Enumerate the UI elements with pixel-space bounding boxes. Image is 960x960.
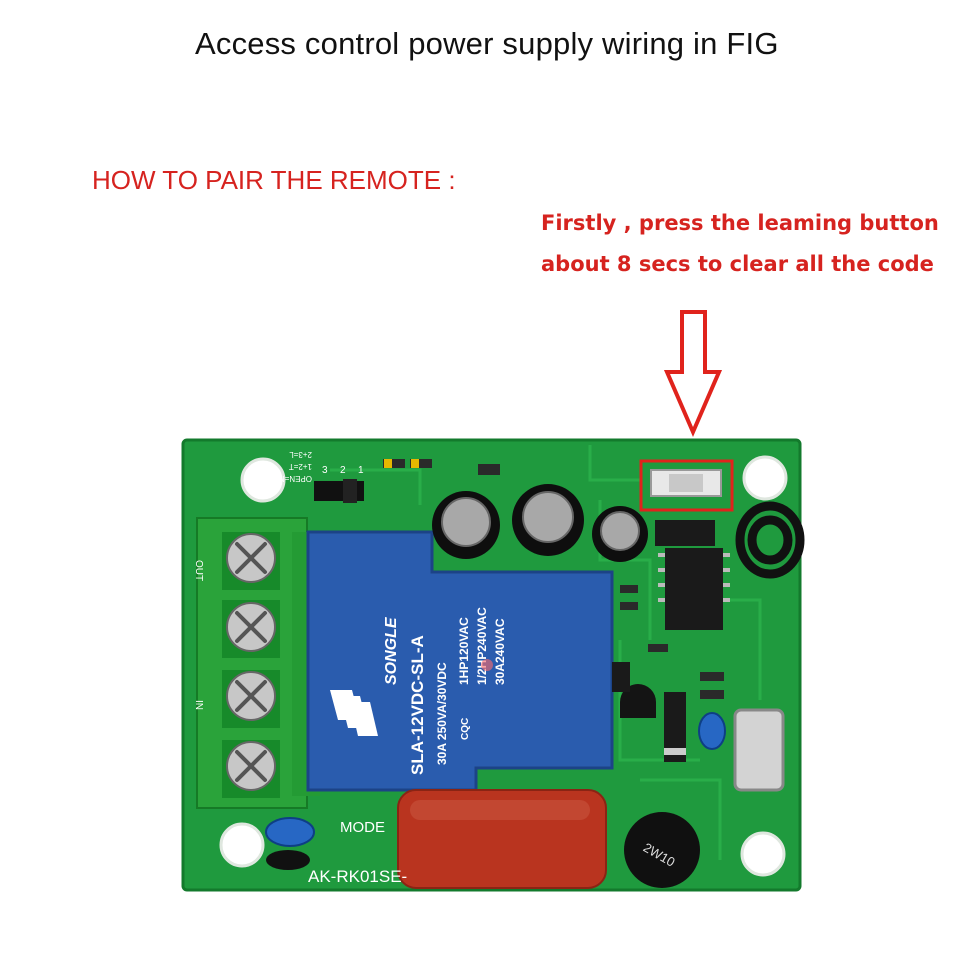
- bridge-rectifier: 2W10: [624, 812, 700, 888]
- diode: [664, 692, 686, 762]
- jumper-label-t: 1+2=T: [289, 462, 312, 471]
- jumper-pin-1: 1: [358, 465, 364, 476]
- pairing-instructions: Firstly , press the leaming button about…: [541, 203, 939, 285]
- ic-chips: [655, 520, 730, 630]
- electrolytic-capacitors: [432, 484, 648, 562]
- relay-model: SLA-12VDC-SL-A: [408, 635, 427, 775]
- relay-rating-1: 30A 250VA/30VDC: [435, 662, 449, 765]
- mode-jumper: 3 2 1 OPEN=M 1+2=T 2+3=L: [278, 450, 364, 503]
- crystal-oscillator: [733, 708, 785, 792]
- relay-rating-3: 1/2HP240VAC: [475, 607, 489, 685]
- relay-cert: CQC: [460, 718, 471, 740]
- down-arrow-icon: [663, 310, 723, 438]
- screw-terminal-block: OUT IN: [193, 517, 320, 809]
- jumper-label-open: OPEN=M: [278, 474, 312, 483]
- ceramic-capacitors: [265, 712, 726, 847]
- relay-brand: SONGLE: [383, 616, 400, 685]
- pairing-heading: HOW TO PAIR THE REMOTE :: [92, 165, 456, 195]
- mounting-holes: [219, 455, 788, 877]
- antenna-coil: [735, 501, 805, 579]
- jumper-label-l: 2+3=L: [289, 450, 312, 459]
- jumper-pin-3: 3: [322, 465, 328, 476]
- jumper-pin-2: 2: [340, 465, 346, 476]
- learning-button: [650, 469, 722, 497]
- page-title: Access control power supply wiring in FI…: [195, 26, 779, 61]
- terminal-label-out: OUT: [193, 560, 204, 581]
- relay: SONGLE SLA-12VDC-SL-A 30A 250VA/30VDC 1H…: [306, 530, 614, 792]
- learning-button-highlight: [639, 459, 734, 512]
- mode-label: MODE: [340, 819, 385, 836]
- relay-rating-4: 30A240VAC: [493, 618, 507, 685]
- board-model-label: AK-RK01SE-: [308, 867, 407, 886]
- relay-rating-2: 1HP120VAC: [457, 617, 471, 685]
- instruction-line-2: about 8 secs to clear all the code: [541, 252, 934, 276]
- instruction-line-1: Firstly , press the leaming button: [541, 211, 939, 235]
- terminal-label-in: IN: [193, 700, 204, 710]
- songle-logo-icon: [330, 690, 378, 736]
